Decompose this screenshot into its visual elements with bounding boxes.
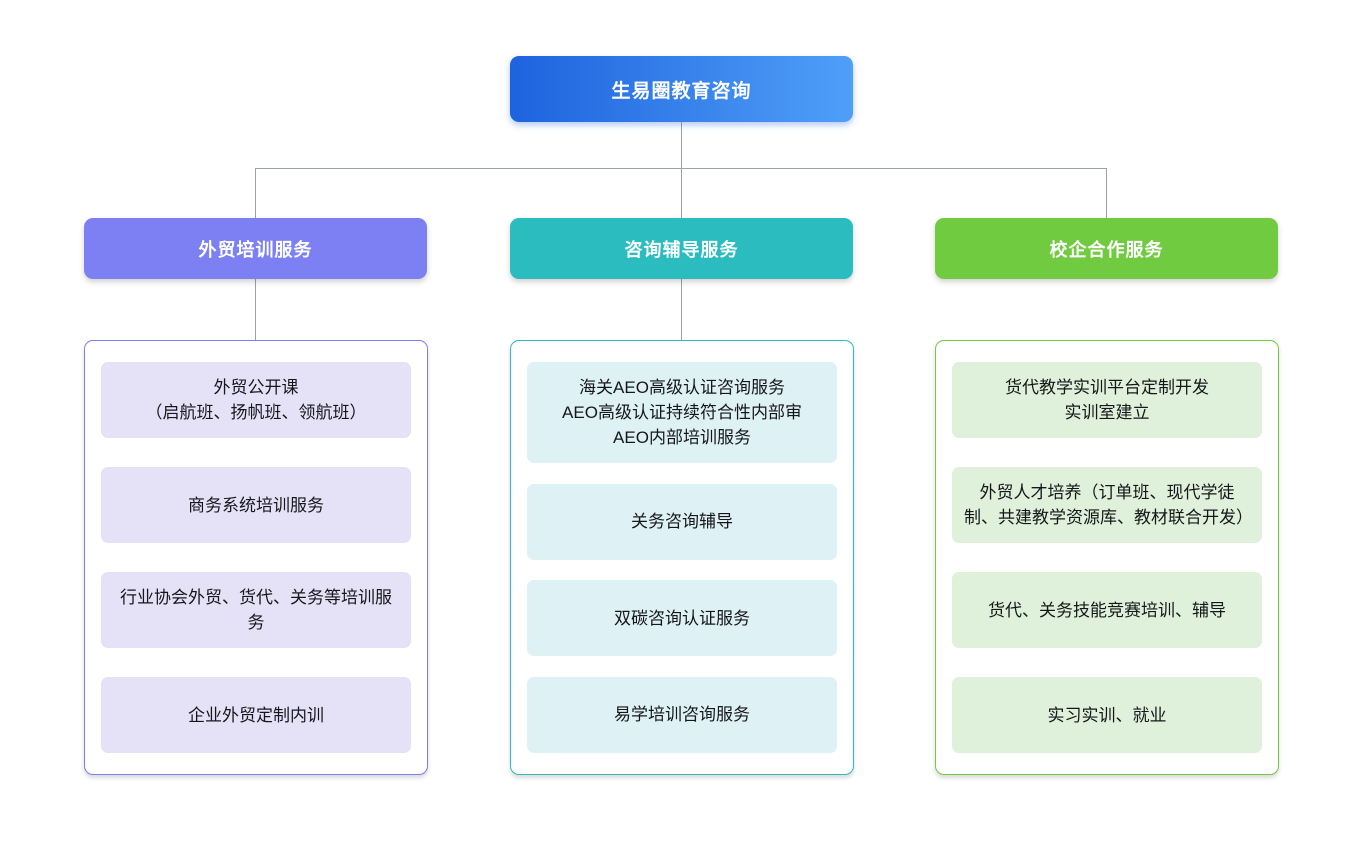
branch-group-school-enterprise: 货代教学实训平台定制开发 实训室建立 外贸人才培养（订单班、现代学徒制、共建教学… xyxy=(935,340,1279,775)
connector-root-vertical xyxy=(681,121,682,169)
leaf-node[interactable]: 企业外贸定制内训 xyxy=(101,677,411,753)
connector-branch-0-drop xyxy=(255,168,256,218)
leaf-node[interactable]: 货代、关务技能竞赛培训、辅导 xyxy=(952,572,1262,648)
leaf-node[interactable]: 货代教学实训平台定制开发 实训室建立 xyxy=(952,362,1262,438)
leaf-node[interactable]: 关务咨询辅导 xyxy=(527,483,837,560)
leaf-node[interactable]: 行业协会外贸、货代、关务等培训服务 xyxy=(101,572,411,648)
branch-header-trade-training[interactable]: 外贸培训服务 xyxy=(84,218,427,279)
connector-branch-0-container xyxy=(255,279,256,340)
connector-branch-2-drop xyxy=(1106,168,1107,218)
leaf-node[interactable]: 易学培训咨询服务 xyxy=(527,676,837,753)
connector-branch-1-drop xyxy=(681,168,682,218)
branch-header-school-enterprise[interactable]: 校企合作服务 xyxy=(935,218,1278,279)
leaf-node[interactable]: 外贸人才培养（订单班、现代学徒制、共建教学资源库、教材联合开发） xyxy=(952,467,1262,543)
leaf-node[interactable]: 商务系统培训服务 xyxy=(101,467,411,543)
leaf-node[interactable]: 实习实训、就业 xyxy=(952,677,1262,753)
connector-branch-1-container xyxy=(681,279,682,340)
leaf-node[interactable]: 海关AEO高级认证咨询服务 AEO高级认证持续符合性内部审 AEO内部培训服务 xyxy=(527,362,837,463)
branch-group-trade-training: 外贸公开课 （启航班、扬帆班、领航班） 商务系统培训服务 行业协会外贸、货代、关… xyxy=(84,340,428,775)
branch-header-consulting[interactable]: 咨询辅导服务 xyxy=(510,218,853,279)
leaf-node[interactable]: 外贸公开课 （启航班、扬帆班、领航班） xyxy=(101,362,411,438)
branch-group-consulting: 海关AEO高级认证咨询服务 AEO高级认证持续符合性内部审 AEO内部培训服务 … xyxy=(510,340,854,775)
leaf-node[interactable]: 双碳咨询认证服务 xyxy=(527,580,837,657)
root-node[interactable]: 生易圈教育咨询 xyxy=(510,56,853,122)
